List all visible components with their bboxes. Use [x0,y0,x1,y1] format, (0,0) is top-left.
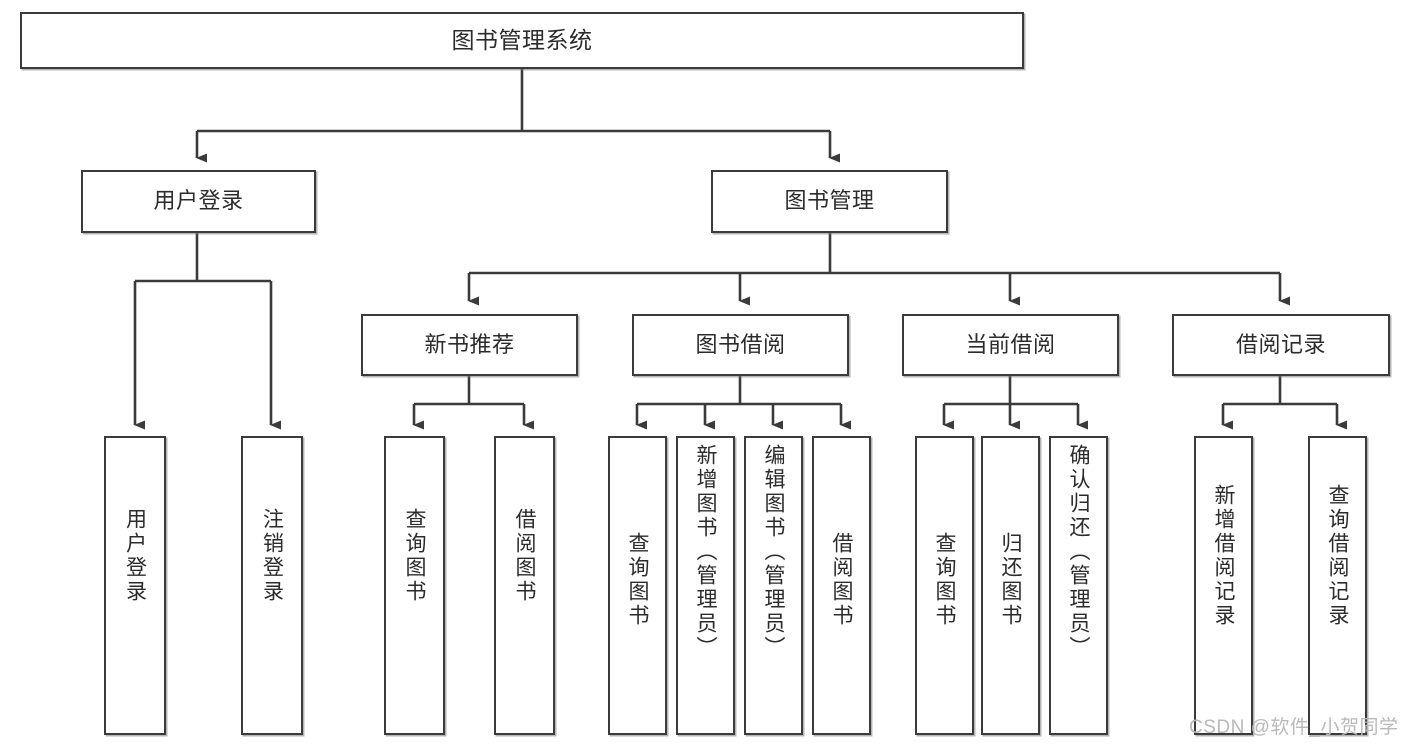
leaf-borrow-borrow-book-label: 借阅图书 [830,532,853,628]
leaf-records-add-record[interactable]: 新增借阅记录 [1194,436,1253,735]
node-book-management-label: 图书管理 [784,188,875,214]
csdn-watermark: CSDN @软件_小贺同学 [1189,717,1399,738]
leaf-current-confirm-return[interactable]: 确认归还（管理员） [1049,436,1108,735]
leaf-current-query-book-label: 查询图书 [933,532,956,628]
leaf-current-query-book[interactable]: 查询图书 [915,436,974,735]
node-root[interactable]: 图书管理系统 [20,12,1024,69]
leaf-user-login-signin[interactable]: 用户登录 [104,436,166,735]
node-user-login-label: 用户登录 [153,188,244,214]
leaf-user-login-signin-label: 用户登录 [123,508,147,604]
leaf-current-return-book[interactable]: 归还图书 [981,436,1040,735]
node-new-book-recommend-label: 新书推荐 [424,331,515,357]
leaf-records-query-record[interactable]: 查询借阅记录 [1308,436,1367,735]
leaf-recommend-query-book-label: 查询图书 [403,508,426,604]
leaf-borrow-edit-book-label: 编辑图书（管理员） [762,444,785,660]
leaf-borrow-borrow-book[interactable]: 借阅图书 [812,436,871,735]
leaf-recommend-query-book[interactable]: 查询图书 [384,436,445,735]
node-current-borrow-label: 当前借阅 [965,331,1056,357]
leaf-current-return-book-label: 归还图书 [999,532,1022,628]
leaf-records-add-record-label: 新增借阅记录 [1212,484,1235,628]
node-borrow-records-label: 借阅记录 [1235,331,1326,357]
node-user-login[interactable]: 用户登录 [81,170,316,233]
leaf-recommend-borrow-book-label: 借阅图书 [513,508,536,604]
leaf-records-query-record-label: 查询借阅记录 [1326,484,1349,628]
node-root-label: 图书管理系统 [451,27,593,54]
node-current-borrow[interactable]: 当前借阅 [902,314,1119,376]
leaf-borrow-query-book-label: 查询图书 [626,532,649,628]
leaf-borrow-edit-book[interactable]: 编辑图书（管理员） [744,436,803,735]
node-book-borrow[interactable]: 图书借阅 [632,314,849,376]
node-new-book-recommend[interactable]: 新书推荐 [361,314,578,376]
leaf-borrow-add-book[interactable]: 新增图书（管理员） [676,436,735,735]
leaf-recommend-borrow-book[interactable]: 借阅图书 [494,436,555,735]
node-book-borrow-label: 图书借阅 [695,331,786,357]
leaf-borrow-query-book[interactable]: 查询图书 [608,436,667,735]
node-borrow-records[interactable]: 借阅记录 [1172,314,1390,376]
leaf-user-login-signout-label: 注销登录 [260,508,284,604]
leaf-user-login-signout[interactable]: 注销登录 [241,436,303,735]
leaf-current-confirm-return-label: 确认归还（管理员） [1067,444,1090,660]
leaf-borrow-add-book-label: 新增图书（管理员） [694,444,717,660]
node-book-management[interactable]: 图书管理 [711,170,948,233]
